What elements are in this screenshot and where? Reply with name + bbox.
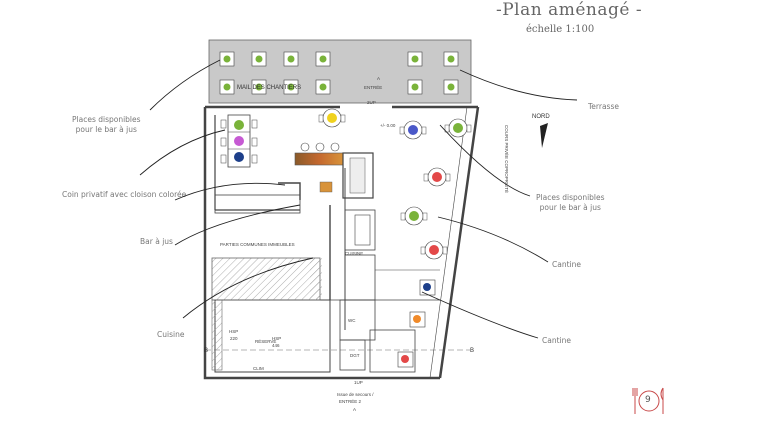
plan-label-cuisine: CUISINE (345, 251, 363, 256)
label-bar-a-jus: Bar à jus (140, 237, 173, 246)
dining-tables (322, 108, 468, 368)
page-number-badge: 9 (632, 384, 666, 418)
plan-label-b-left: B (204, 348, 208, 354)
plan-label-clim: CLIM (253, 366, 264, 371)
north-arrow-icon (540, 123, 548, 148)
plan-label-a-top: A (377, 76, 380, 81)
plan-label-2up: 2UP (367, 100, 376, 105)
bar-counter-top (349, 157, 366, 194)
plan-label-cour: COURS PRIVÉE COPROPRIÉTÉ (504, 125, 510, 193)
plan-label-a-bottom: A (353, 407, 356, 412)
fork-knife-icon (632, 387, 664, 414)
label-places-bar-left: Places disponibles pour le bar à jus (72, 115, 141, 135)
plan-label-mail: MAIL DES CHANTIERS (237, 85, 301, 91)
bar-counter-l (342, 152, 374, 199)
plan-label-nord: NORD (532, 114, 550, 120)
plan-label-parties-communes: PARTIES COMMUNES IMMEUBLES (220, 242, 295, 247)
label-places-bar-left-line1: Places disponibles (72, 115, 141, 124)
page-title: -Plan aménagé - (496, 0, 643, 20)
terrace-tables (219, 51, 459, 95)
label-cantine-1: Cantine (552, 260, 581, 269)
label-cuisine: Cuisine (157, 330, 185, 339)
bar-display (319, 181, 333, 193)
annotation-arrows (139, 59, 578, 339)
plan-label-1up: 1UP (354, 380, 363, 385)
juice-bar-counter (294, 152, 344, 166)
private-booth (220, 114, 258, 168)
label-coin-privatif: Coin privatif avec cloison colorée (62, 190, 187, 199)
chairs (318, 114, 472, 255)
page-number: 9 (645, 395, 651, 405)
plan-label-hsp446-b: 446 (272, 343, 280, 348)
plan-label-hsp220-a: HSP (229, 329, 238, 334)
terrace-area (208, 39, 472, 104)
plan-label-hsp446-a: HSP (272, 336, 281, 341)
label-places-bar-right-line2: pour le bar à jus (539, 203, 601, 212)
hatched-wall-right (310, 258, 322, 300)
label-terrasse: Terrasse (588, 102, 619, 111)
hatched-common-parts (211, 257, 321, 301)
plan-label-issue-a: Issue de secours / (337, 392, 374, 397)
hatched-wall-left (211, 299, 223, 371)
plan-label-entree: ENTRÉE (364, 84, 382, 90)
plan-label-dgt: DGT (350, 353, 360, 358)
scale-label: échelle 1:100 (526, 24, 595, 35)
plan-label-hsp220-b: 220 (230, 336, 238, 341)
plan-label-wc: WC (348, 318, 356, 323)
label-places-bar-right-line1: Places disponibles (536, 193, 605, 202)
plan-label-b-right: B (470, 348, 474, 354)
plan-label-level: +/- 0.00 (380, 123, 396, 128)
label-cantine-2: Cantine (542, 336, 571, 345)
plan-label-reserve: RÉSERVE (255, 338, 276, 344)
label-places-bar-right: Places disponibles pour le bar à jus (536, 193, 605, 213)
label-places-bar-left-line2: pour le bar à jus (75, 125, 137, 134)
plan-label-issue-b: ENTRÉE 2 (339, 398, 362, 404)
bar-stools (300, 142, 340, 152)
